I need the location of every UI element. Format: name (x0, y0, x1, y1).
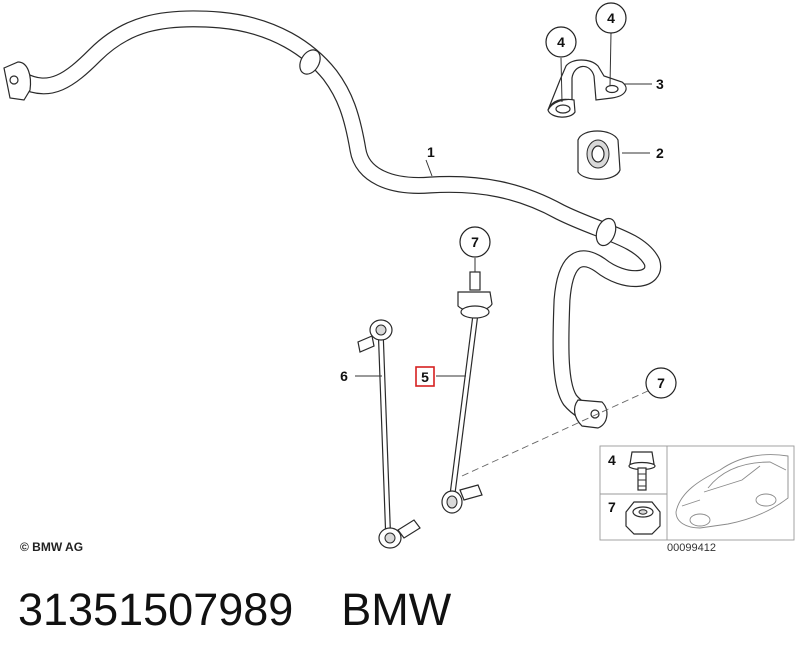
callout-1: 1 (427, 144, 435, 160)
bracket-hole-right (605, 84, 619, 94)
callout-2: 2 (656, 145, 664, 161)
highlight-box (415, 366, 435, 387)
bracket (547, 59, 627, 118)
inset-nut-icon (625, 501, 661, 535)
leader-4b (609, 32, 612, 87)
leader-1 (425, 159, 433, 177)
svg-text:1: 1 (427, 144, 435, 160)
callout-4a: 4 (545, 26, 577, 58)
link5-stud-bottom (459, 484, 483, 501)
diagram-code: 00099412 (667, 542, 716, 554)
svg-text:4: 4 (557, 34, 565, 50)
assembly-line (461, 389, 651, 477)
callout-6: 6 (340, 368, 348, 384)
link-rod-5 (441, 271, 493, 514)
svg-text:6: 6 (340, 368, 348, 384)
svg-text:4: 4 (607, 10, 615, 26)
link6-stud-top (357, 335, 375, 353)
link6-stud-bottom (397, 519, 421, 539)
parts-diagram: 1 2 3 4 4 5 6 7 7 4 7 (3, 2, 795, 549)
svg-text:4: 4 (608, 452, 616, 468)
callout-7a: 7 (459, 226, 491, 258)
link-rod-6 (357, 319, 421, 549)
callout-4b: 4 (595, 2, 627, 34)
inset-car-icon (675, 454, 789, 529)
svg-text:5: 5 (421, 369, 429, 385)
svg-text:7: 7 (471, 234, 479, 250)
part-caption: 31351507989 BMW (18, 584, 451, 636)
rubber-mounting (577, 130, 621, 180)
bracket-hole-left (555, 104, 571, 114)
bar-bushing-left (299, 49, 321, 75)
bar-eye-left-hole (9, 75, 19, 85)
svg-text:7: 7 (608, 499, 616, 515)
inset-panel: 4 7 (599, 445, 795, 541)
stabilizer-bar (3, 10, 662, 429)
leader-4a (560, 57, 563, 103)
bar-bushing-right (595, 217, 617, 247)
brand-name: BMW (341, 584, 452, 635)
callout-5: 5 (415, 366, 435, 387)
link5-stud-top (469, 271, 481, 291)
part-number: 31351507989 (18, 584, 294, 635)
svg-text:2: 2 (656, 145, 664, 161)
inset-bolt-icon (628, 451, 656, 491)
svg-text:3: 3 (656, 76, 664, 92)
svg-text:7: 7 (657, 375, 665, 391)
callout-7b: 7 (645, 367, 677, 399)
callout-3: 3 (656, 76, 664, 92)
copyright-notice: © BMW AG (20, 540, 84, 554)
